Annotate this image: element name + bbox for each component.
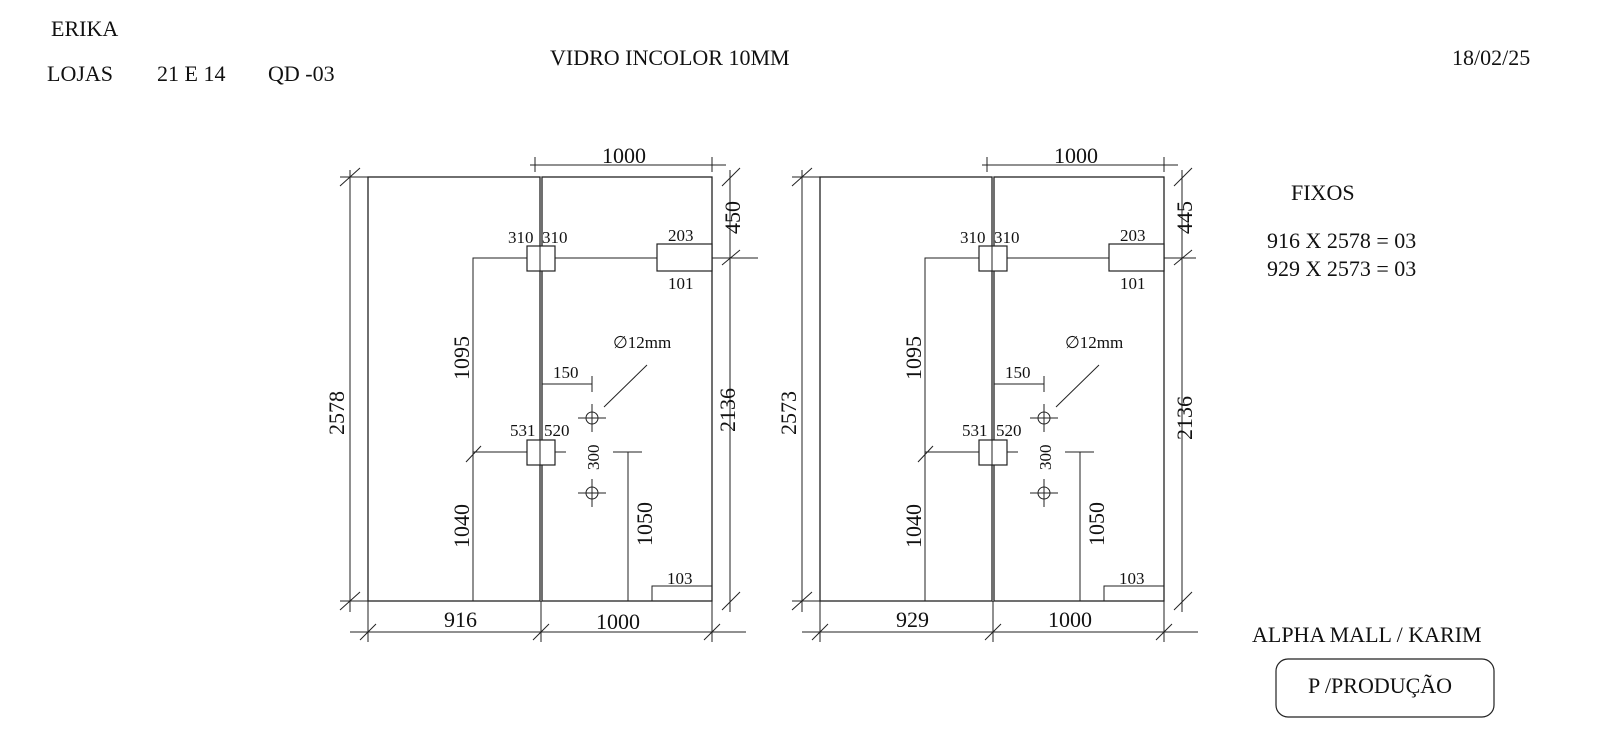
- project-name: ALPHA MALL / KARIM: [1252, 622, 1482, 647]
- dim-lock-bottom: 101: [668, 274, 694, 293]
- hole-diameter: ∅12mm: [613, 333, 671, 352]
- dim-hinge-left: 310: [508, 228, 534, 247]
- dim-right-tick1: [1173, 167, 1193, 187]
- dim-hinge2-right: 520: [996, 421, 1022, 440]
- dim-door-height: 2136: [1172, 396, 1197, 440]
- qd-label: QD -03: [268, 61, 335, 86]
- hinge-mid: [526, 439, 556, 466]
- dim-bottom-tick1: [811, 623, 829, 641]
- dim-lock-bottom: 101: [1120, 274, 1146, 293]
- hinge-top: [978, 245, 1008, 272]
- dim-door-width: 1000: [1048, 607, 1092, 632]
- dim-door-height: 2136: [715, 388, 740, 432]
- bottom-notch: [1103, 585, 1164, 601]
- stamp-box: [1275, 658, 1495, 718]
- lock-box: [656, 243, 713, 272]
- fixos-title: FIXOS: [1291, 180, 1355, 205]
- bottom-notch: [651, 585, 712, 601]
- door-panel: [541, 176, 713, 602]
- dim-handle-spacing: 300: [1036, 445, 1055, 471]
- dim-handle-offset: 150: [553, 363, 579, 382]
- date: 18/02/25: [1452, 45, 1530, 70]
- dim-hinge2-left: 531: [510, 421, 536, 440]
- dim-handle: 1050: [632, 502, 657, 546]
- dim-top-width: 1000: [602, 143, 646, 168]
- dim-hinge-left: 310: [960, 228, 986, 247]
- dim-door-width: 1000: [596, 609, 640, 634]
- fixos-line-1: 916 X 2578 = 03: [1267, 228, 1416, 253]
- drawing-2: 1000 2573 445 2136 310 310 203 101 ∅12mm…: [776, 143, 1198, 642]
- hole-diameter: ∅12mm: [1065, 333, 1123, 352]
- dim-right-tick1: [721, 167, 741, 187]
- dim-lock-top: 203: [1120, 226, 1146, 245]
- fixos-line-2: 929 X 2573 = 03: [1267, 256, 1416, 281]
- door-panel: [993, 176, 1165, 602]
- dim-handle-offset: 150: [1005, 363, 1031, 382]
- dim-bottom-tick3: [703, 623, 721, 641]
- lojas-number: 21 E 14: [157, 61, 225, 86]
- hole-leader: [1055, 364, 1100, 408]
- dim-top-gap: 445: [1172, 201, 1197, 234]
- dim-top-width: 1000: [1054, 143, 1098, 168]
- dim-bottom-notch: 103: [1119, 569, 1145, 588]
- dim-bottom-tick2: [532, 623, 550, 641]
- dim-hinge-right: 310: [994, 228, 1020, 247]
- mid-hinge-tick: [917, 445, 934, 463]
- internal-frame-line: [924, 257, 1164, 601]
- hinge-top: [526, 245, 556, 272]
- dim-hinge-right: 310: [542, 228, 568, 247]
- dim-height: 2578: [324, 391, 349, 435]
- mid-hinge-tick: [465, 445, 482, 463]
- dim-hinge2-right: 520: [544, 421, 570, 440]
- drawing-1: 1000 2578 450 2136 310 310 203 101 ∅12mm…: [324, 143, 758, 642]
- lock-box: [1108, 243, 1165, 272]
- dim-bottom-notch: 103: [667, 569, 693, 588]
- dim-handle-spacing: 300: [584, 445, 603, 471]
- dim-lower: 1040: [449, 504, 474, 548]
- dim-upper: 1095: [901, 336, 926, 380]
- dim-right-tick3: [721, 591, 741, 611]
- dim-top-gap: 450: [720, 201, 745, 234]
- internal-frame-line: [472, 257, 712, 601]
- client-name: ERIKA: [51, 16, 118, 41]
- material-title: VIDRO INCOLOR 10MM: [550, 45, 790, 70]
- dim-hinge2-left: 531: [962, 421, 988, 440]
- dim-fixed-width: 929: [896, 607, 929, 632]
- hole-leader: [603, 364, 648, 408]
- dim-bottom-tick1: [359, 623, 377, 641]
- dim-fixed-width: 916: [444, 607, 477, 632]
- stamp-label: P /PRODUÇÃO: [1308, 673, 1452, 698]
- dim-lock-top: 203: [668, 226, 694, 245]
- dim-right-tick3: [1173, 591, 1193, 611]
- dim-lower: 1040: [901, 504, 926, 548]
- lojas-label: LOJAS: [47, 61, 113, 86]
- dim-bottom-tick2: [984, 623, 1002, 641]
- hinge-mid: [978, 439, 1008, 466]
- dim-upper: 1095: [449, 336, 474, 380]
- dim-handle: 1050: [1084, 502, 1109, 546]
- dim-bottom-tick3: [1155, 623, 1173, 641]
- dim-height: 2573: [776, 391, 801, 435]
